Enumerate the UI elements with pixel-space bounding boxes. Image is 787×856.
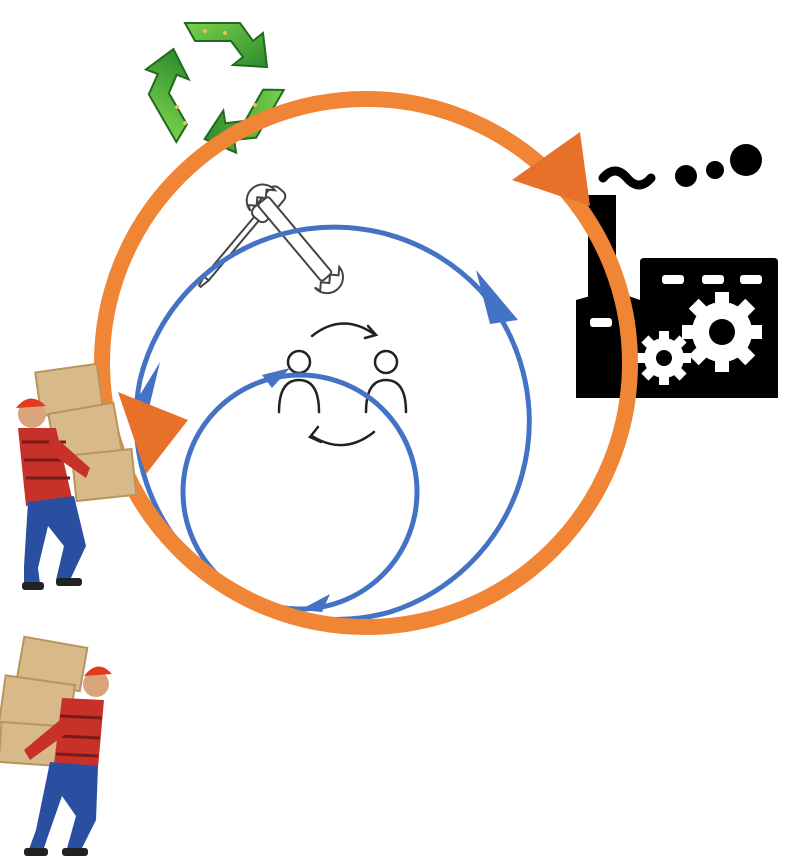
recycle-icon <box>135 23 283 161</box>
share-loop-arrowhead-bottom <box>300 594 330 612</box>
worker-carrying-boxes-icon <box>16 364 136 590</box>
repair-loop-arrowhead-right <box>476 270 518 324</box>
recycle-loop <box>102 99 630 627</box>
worker-carrying-boxes-icon <box>0 637 112 856</box>
